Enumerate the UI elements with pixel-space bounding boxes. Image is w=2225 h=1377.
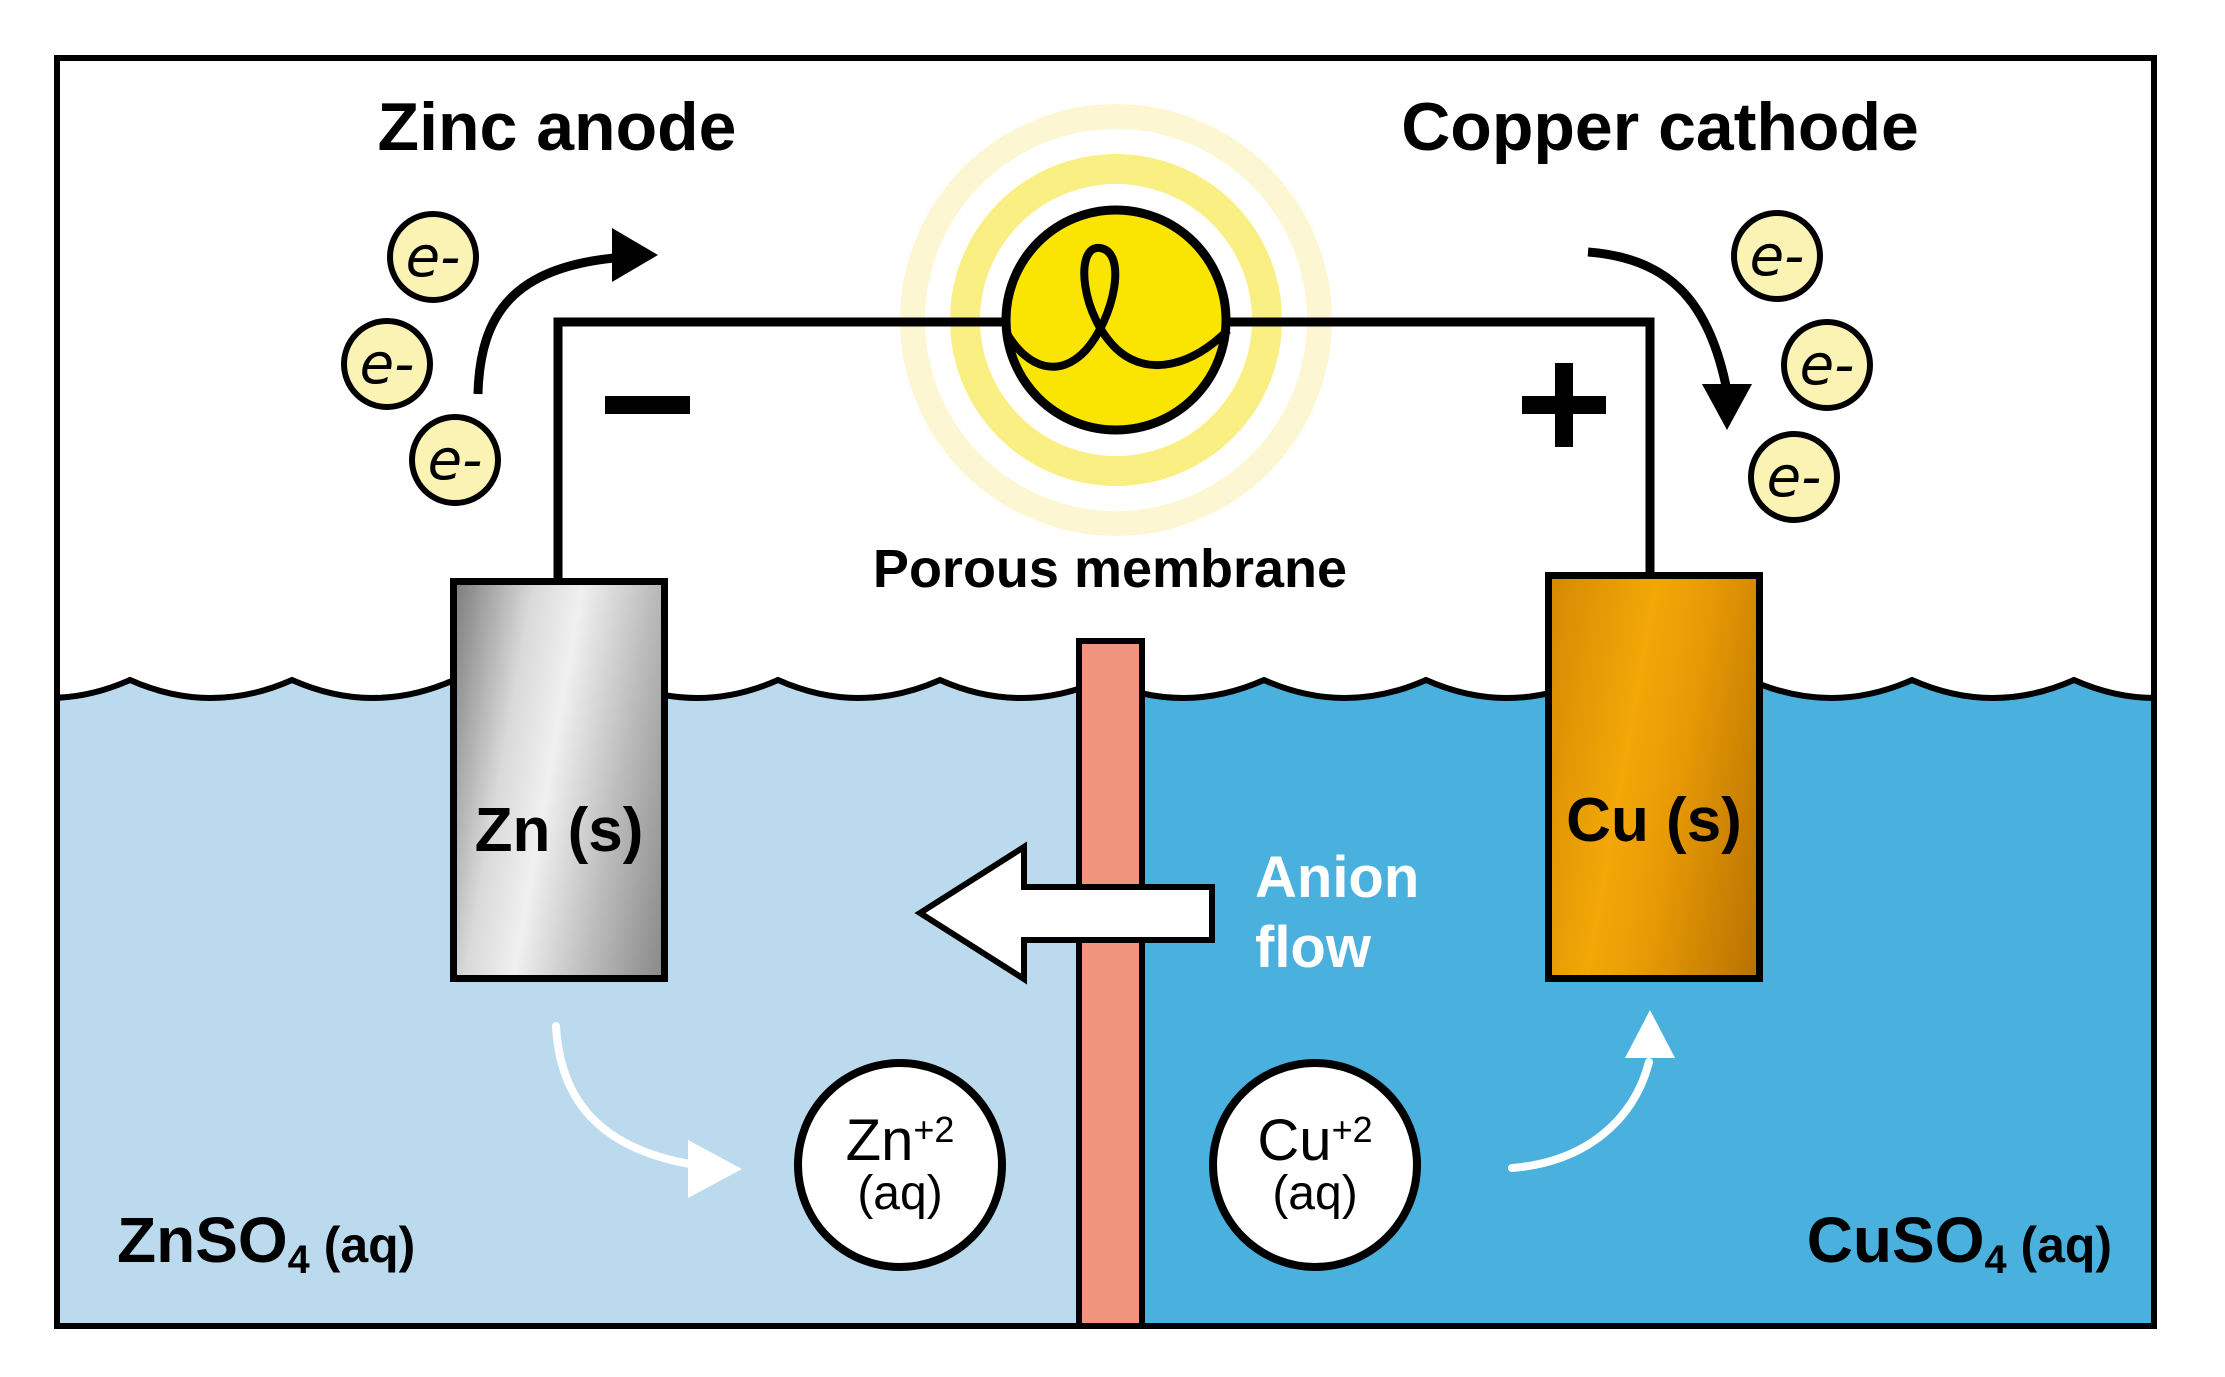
zinc-ion-state: (aq)	[857, 1167, 943, 1221]
copper-ion-charge: +2	[1331, 1108, 1373, 1150]
electron-badge: e-	[1748, 431, 1840, 523]
copper-ion-arrow	[1508, 1010, 1675, 1172]
anion-flow-label: Anion flow	[1255, 843, 1419, 982]
anion-flow-arrow	[914, 841, 1215, 985]
cathode-title: Copper cathode	[1401, 89, 1919, 165]
membrane-label: Porous membrane	[872, 539, 1348, 599]
copper-ion-badge: Cu+2 (aq)	[1209, 1059, 1421, 1271]
copper-solution-subscript: 4	[1984, 1238, 2007, 1283]
anode-title: Zinc anode	[377, 89, 737, 165]
bulb-filament	[1002, 244, 1231, 371]
zinc-electrode-label: Zn (s)	[474, 796, 644, 865]
zinc-solution-subscript: 4	[287, 1238, 310, 1283]
zinc-solution-state: (aq)	[323, 1217, 416, 1273]
electron-badge: e-	[341, 318, 433, 410]
plus-vertical-bar	[1555, 363, 1573, 447]
electron-badge: e-	[1781, 319, 1873, 411]
copper-solution-state: (aq)	[2020, 1217, 2112, 1273]
copper-electrode	[1545, 572, 1763, 982]
electron-flow-arrow-left	[473, 228, 658, 395]
electron-badge: e-	[409, 414, 501, 506]
electron-label: e-	[1749, 223, 1805, 289]
porous-membrane	[1076, 638, 1145, 1326]
electron-flow-arrow-right	[1587, 247, 1752, 430]
copper-electrode-label: Cu (s)	[1566, 786, 1742, 855]
positive-terminal-sign	[1522, 363, 1606, 447]
electron-label: e-	[405, 224, 461, 290]
zinc-solution-label: ZnSO4 (aq)	[117, 1203, 415, 1283]
electron-label: e-	[1766, 444, 1822, 510]
copper-ion-formula: Cu+2	[1257, 1107, 1373, 1173]
copper-solution-label: CuSO4 (aq)	[1807, 1203, 2112, 1283]
zinc-ion-badge: Zn+2 (aq)	[794, 1059, 1006, 1271]
anion-flow-line1: Anion	[1255, 845, 1420, 910]
anion-flow-line2: flow	[1255, 914, 1371, 980]
electron-badge: e-	[1731, 210, 1823, 302]
zinc-ion-formula: Zn+2	[845, 1107, 955, 1173]
zinc-ion-charge: +2	[913, 1108, 955, 1150]
cell-frame	[54, 55, 2157, 1329]
light-bulb	[1001, 205, 1231, 435]
zinc-solution-formula: ZnSO	[117, 1204, 288, 1276]
electron-label: e-	[1799, 332, 1855, 398]
copper-solution-formula: CuSO	[1806, 1204, 1985, 1276]
zinc-electrode	[450, 578, 668, 982]
zinc-ion-arrow	[552, 1022, 742, 1198]
electron-label: e-	[359, 331, 415, 397]
electron-badge: e-	[387, 211, 479, 303]
copper-ion-state: (aq)	[1272, 1167, 1358, 1221]
negative-terminal-sign	[605, 396, 690, 414]
electron-label: e-	[427, 427, 483, 493]
